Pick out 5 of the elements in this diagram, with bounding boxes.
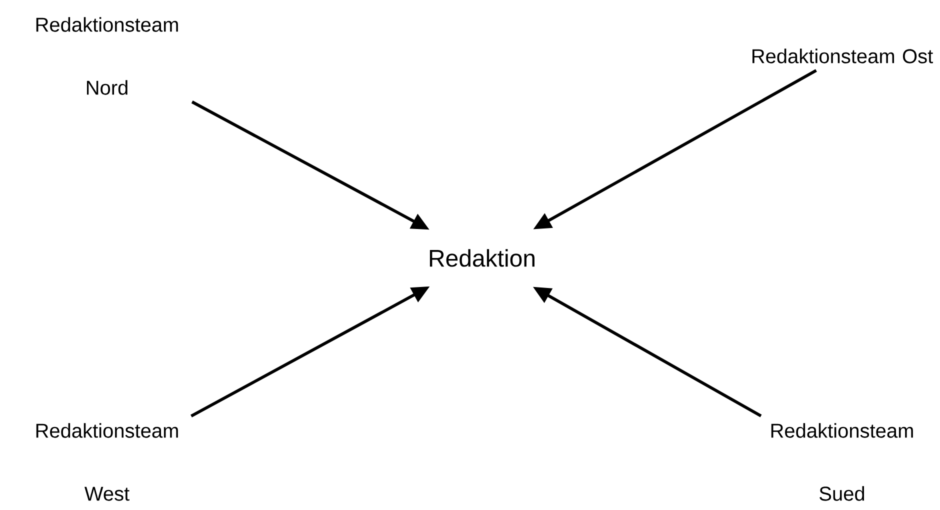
center-label: Redaktion [430, 249, 534, 267]
team-label: Redaktionsteam Nord [36, 17, 178, 95]
team-label: Redaktionsteam Ost [752, 48, 933, 64]
team-label: Redaktionsteam Sued [771, 423, 913, 501]
team-label: Redaktionsteam West [36, 423, 178, 501]
